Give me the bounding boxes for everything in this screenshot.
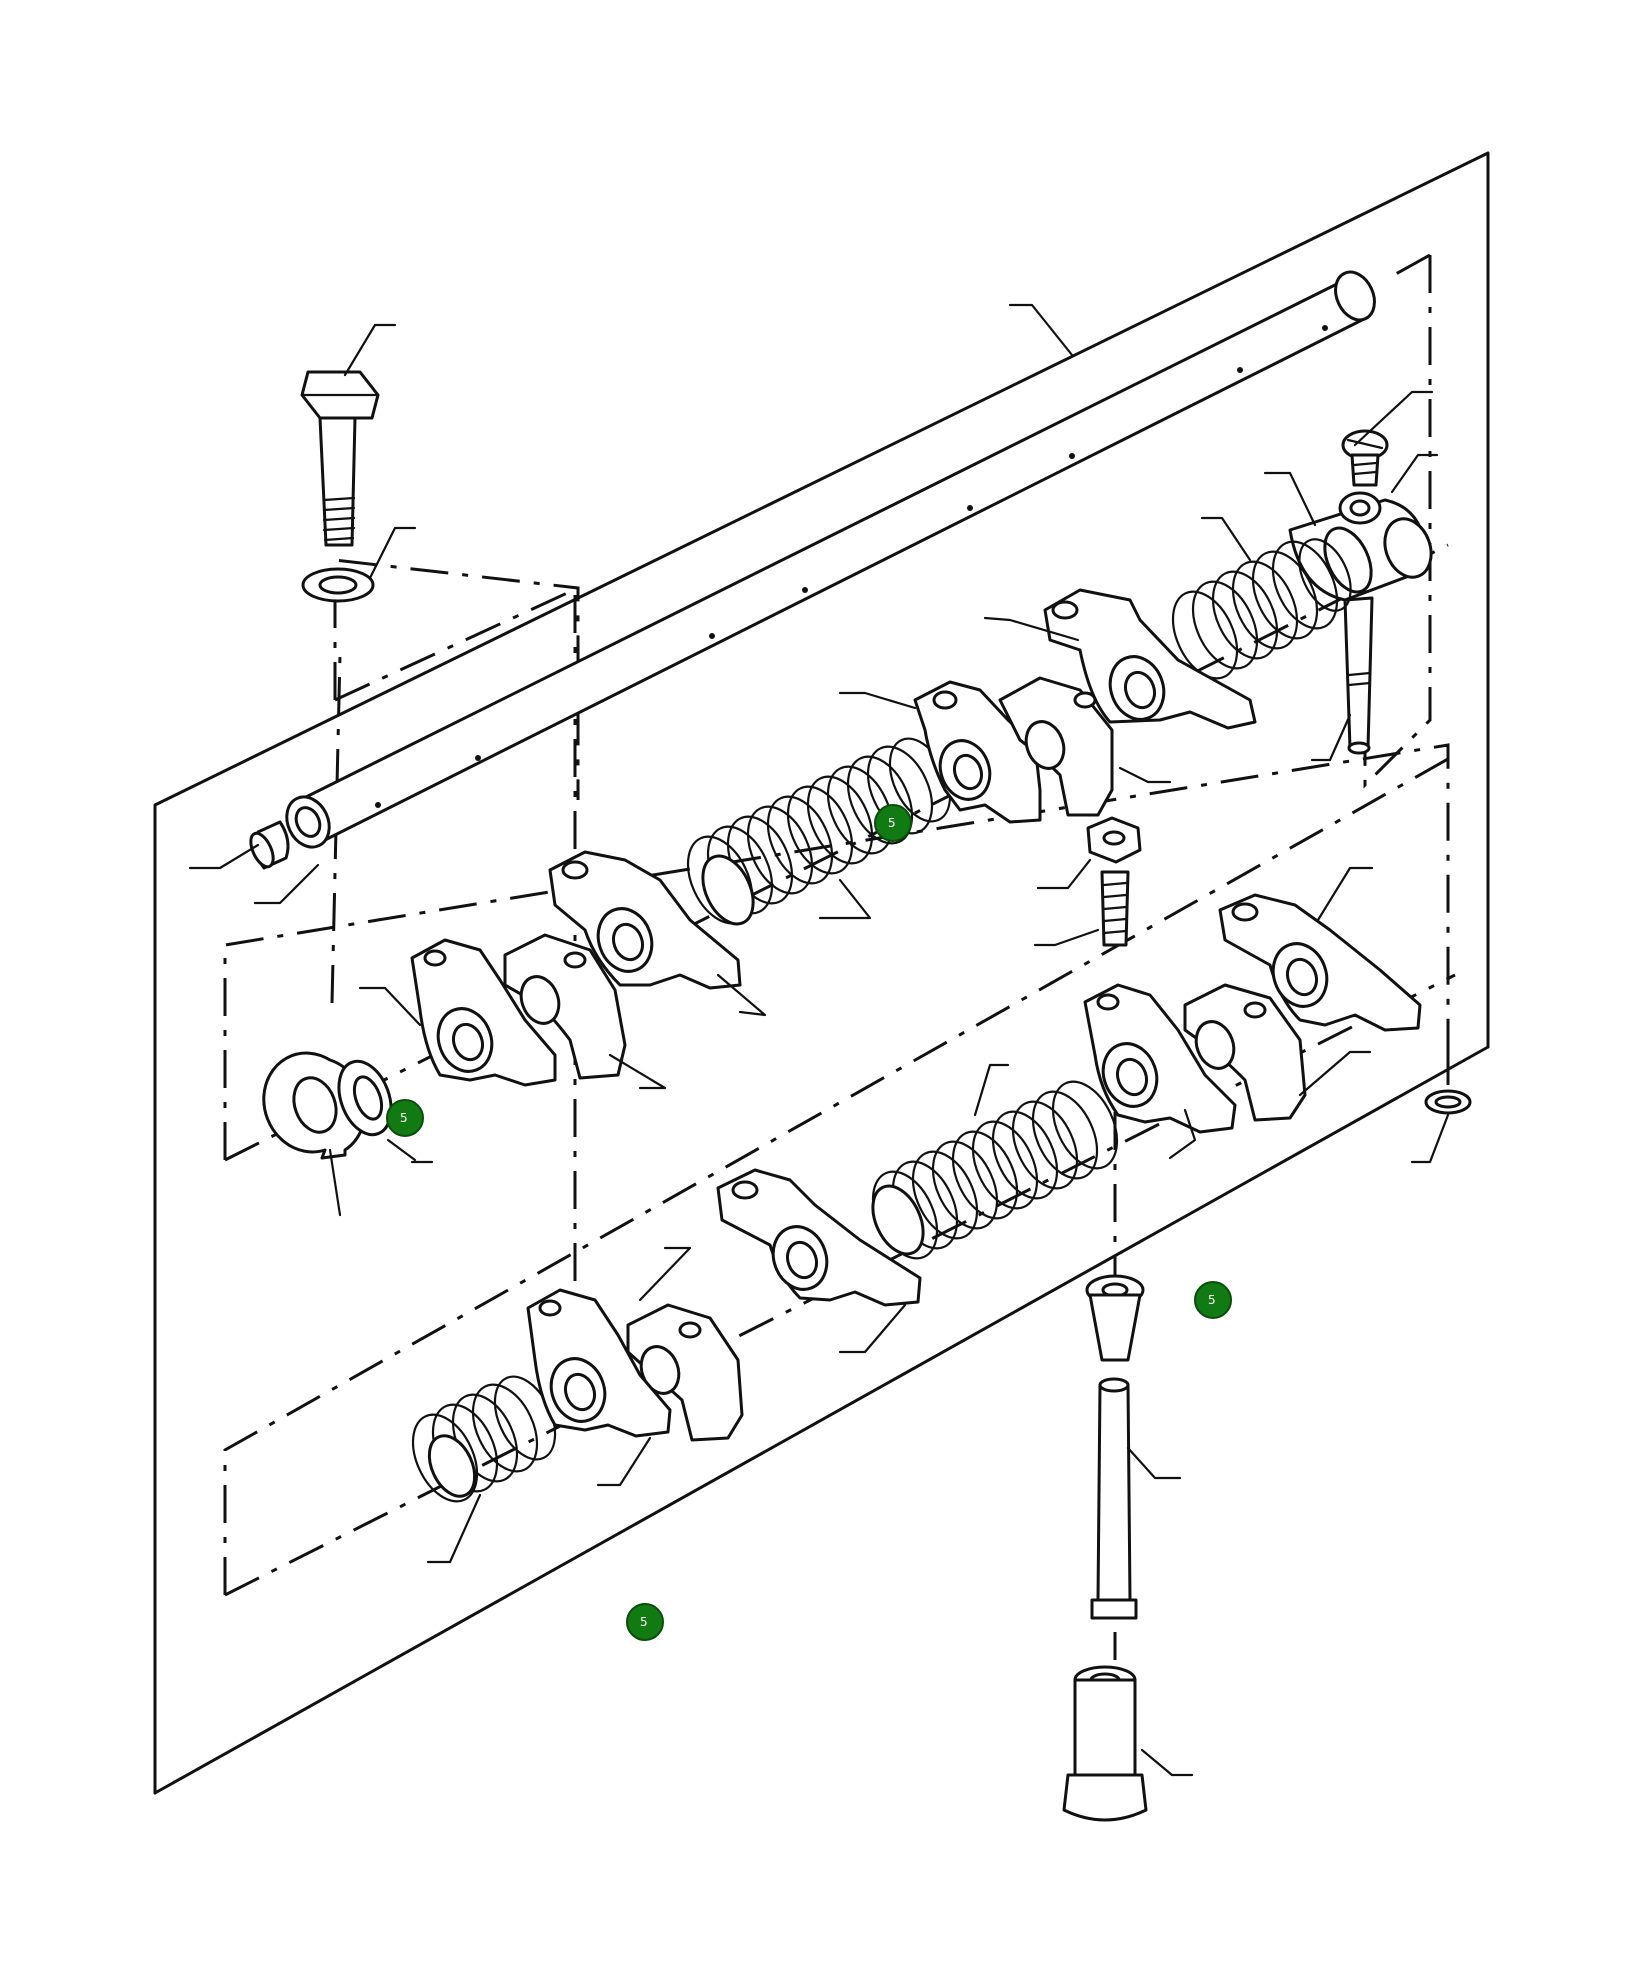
rocker-shaft <box>285 270 1376 849</box>
pushrod-cup <box>1085 1274 1145 1362</box>
rocker-arm-mid-left <box>548 850 742 990</box>
lock-nut <box>1086 816 1142 864</box>
bolt-washer <box>301 567 375 603</box>
rocker-arm-center <box>913 680 1042 824</box>
rocker-bracket-bottom <box>626 1303 744 1442</box>
assembly-panel-outline <box>153 151 1490 1795</box>
callout-marker-right[interactable]: 5 <box>1194 1281 1232 1319</box>
spacer-washer-left <box>337 1059 393 1137</box>
callout-label: 5 <box>888 816 896 830</box>
callout-label: 5 <box>1208 1293 1216 1307</box>
rocker-arm-lower-center <box>1083 983 1237 1134</box>
dash-lines <box>223 253 1456 1660</box>
cam-follower-tappet <box>1062 1665 1148 1822</box>
adjusting-screw <box>1100 870 1130 947</box>
callout-label: 5 <box>400 1111 408 1125</box>
rocker-spring-upper-right <box>1171 526 1373 680</box>
callout-marker-bottom[interactable]: 5 <box>626 1603 664 1641</box>
callout-marker-spring[interactable]: 5 <box>874 804 912 842</box>
o-ring-seal <box>1424 1089 1472 1115</box>
shaft-end-plug <box>249 820 290 870</box>
hex-bolt <box>300 370 380 547</box>
adjusting-screw-top <box>1341 429 1389 487</box>
shaft-support-bracket <box>1288 491 1433 755</box>
callout-marker-washer[interactable]: 5 <box>386 1099 424 1137</box>
rocker-bracket-center <box>998 676 1114 817</box>
rocker-bracket-left <box>503 933 627 1080</box>
rocker-spring-center-upper <box>686 737 952 926</box>
rocker-arm-top-right <box>1043 588 1257 730</box>
callout-label: 5 <box>640 1615 648 1629</box>
pushrod <box>1090 1377 1138 1620</box>
rocker-arm-bottom-center <box>716 1168 922 1307</box>
rocker-spring-lower-left <box>411 1375 557 1503</box>
leader-lines <box>188 303 1450 1777</box>
rocker-arm-bottom-left <box>526 1288 672 1438</box>
rocker-arm-lower-right-far <box>1218 893 1422 1032</box>
rocker-arm-left <box>410 938 557 1087</box>
rocker-spring-center-lower <box>871 1080 1119 1260</box>
rocker-bracket-lower-right <box>1183 983 1307 1122</box>
